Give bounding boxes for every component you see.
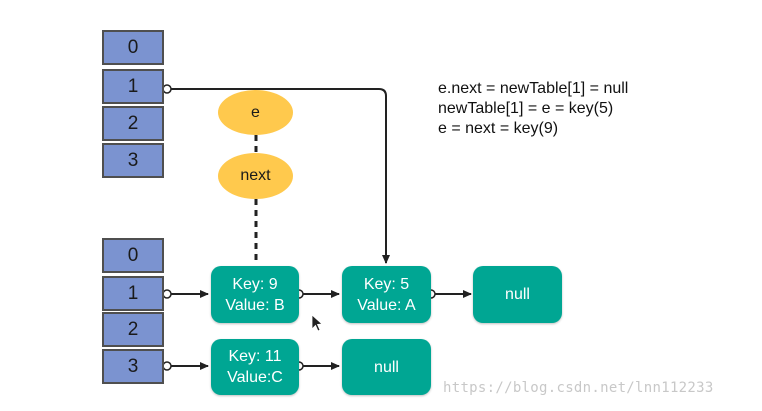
new-table-cell-2: 2 [102, 312, 164, 347]
node-key5-key: Key: 5 [363, 275, 410, 293]
old-table-cell-2: 2 [102, 106, 164, 141]
step-note-3: e = next = key(9) [438, 120, 559, 137]
node-key11-value: Value:C [227, 369, 283, 386]
step-note-2: newTable[1] = e = key(5) [438, 100, 614, 117]
node-null-row3: null [342, 339, 431, 395]
node-key9-value: Value: B [225, 296, 285, 314]
node-key11-key: Key: 11 [228, 348, 282, 365]
old-table-cell-1: 1 [102, 69, 164, 104]
step-note-1: e.next = newTable[1] = null [438, 80, 629, 97]
node-null-row1: null [473, 266, 562, 323]
old-table-cell-0: 0 [102, 30, 164, 65]
node-null-row1-label: null [505, 286, 530, 303]
step-notes: e.next = newTable[1] = null newTable[1] … [438, 79, 628, 139]
node-key5: Key: 5 Value: A [342, 266, 431, 323]
node-key9-key: Key: 9 [232, 275, 278, 293]
old-bucket1-to-key5-arrow [167, 88, 390, 264]
new-bucket1-pointer-dot [162, 289, 172, 299]
new-bucket3-pointer-dot [162, 361, 172, 371]
new-table-cell-0: 0 [102, 238, 164, 273]
new-table-cell-1: 1 [102, 276, 164, 311]
pointer-next: next [218, 153, 293, 199]
node-null-row3-label: null [374, 358, 399, 376]
old-table-cell-3: 3 [102, 143, 164, 178]
node-key9: Key: 9 Value: B [211, 266, 299, 323]
mouse-cursor-icon [311, 314, 323, 332]
watermark: https://blog.csdn.net/lnn112233 [443, 380, 714, 396]
new-table-cell-3: 3 [102, 349, 164, 384]
old-bucket1-pointer-dot [162, 84, 172, 94]
node-key11: Key: 11 Value:C [211, 339, 299, 395]
node-key5-value: Value: A [357, 296, 416, 314]
pointer-e: e [218, 90, 293, 135]
